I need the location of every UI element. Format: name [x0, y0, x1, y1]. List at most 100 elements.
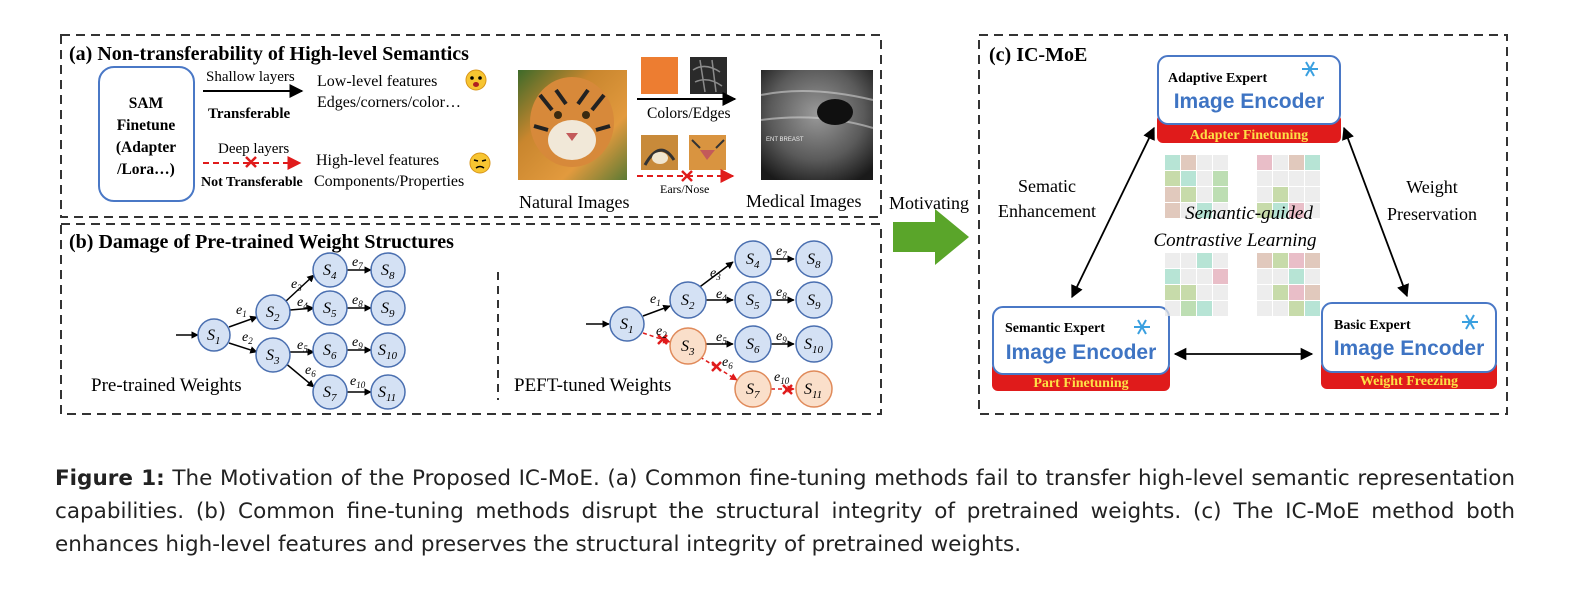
panel-b-title: (b) Damage of Pre-trained Weight Structu… — [69, 231, 454, 253]
matrix-cell — [1305, 203, 1320, 218]
block-x-icon — [245, 156, 257, 168]
basic-encoder-label: Image Encoder — [1334, 337, 1485, 360]
matrix-cell — [1305, 155, 1320, 170]
label-e9: e9 — [352, 335, 363, 351]
high-level-features: High-level features — [316, 152, 439, 169]
semantic-mode-label: Part Finetuning — [1033, 376, 1128, 391]
node-s1 — [197, 318, 231, 352]
similarity-matrices — [1165, 155, 1320, 316]
label-e8: e8 — [776, 285, 787, 301]
matrix-cell — [1273, 269, 1288, 284]
matrix-cell — [1213, 269, 1228, 284]
matrix-cell — [1305, 285, 1320, 300]
label-e1: e1 — [650, 292, 661, 308]
label-e1: e1 — [236, 303, 247, 319]
matrix-cell — [1165, 203, 1180, 218]
sub: 6 — [311, 369, 316, 379]
sam-line-3: (Adapter — [116, 139, 176, 156]
matrix-cell — [1165, 171, 1180, 186]
matrix-cell — [1257, 285, 1272, 300]
panel-c-frame — [978, 34, 1508, 415]
panel-c-title: (c) IC-MoE — [989, 44, 1087, 66]
matrix-cell — [1181, 301, 1196, 316]
node-s8 — [795, 240, 833, 278]
caption-text: The Motivation of the Proposed IC-MoE. (… — [55, 466, 1516, 557]
sam-finetune-text: SAM Finetune (Adapter /Lora…) — [116, 95, 176, 178]
label-e9: e9 — [776, 329, 787, 345]
label-e3: e3 — [710, 266, 721, 282]
label-e4: e4 — [297, 295, 308, 311]
matrix-cell — [1257, 171, 1272, 186]
ultrasound-text: ENT BREAST — [766, 137, 804, 143]
sub: 1 — [242, 309, 247, 319]
label-e5: e5 — [297, 338, 308, 354]
matrix-cell — [1289, 187, 1304, 202]
sub: 11 — [386, 392, 396, 404]
sub: 7 — [331, 392, 337, 404]
label-e2: e2 — [656, 324, 667, 340]
matrix-cell — [1289, 301, 1304, 316]
matrix-cell — [1165, 155, 1180, 170]
sub: 5 — [722, 336, 727, 346]
matrix-cell — [1273, 171, 1288, 186]
matrix-cell — [1273, 155, 1288, 170]
label-e6: e6 — [305, 363, 316, 379]
sub: 5 — [331, 308, 337, 320]
matrix-cell — [1213, 155, 1228, 170]
panel-b-frame — [60, 223, 882, 415]
contrastive-label-2: Contrastive Learning — [1153, 230, 1316, 251]
sub: 9 — [815, 300, 821, 312]
matrix-cell — [1273, 285, 1288, 300]
matrix-cell — [1273, 203, 1288, 218]
label-e6: e6 — [722, 355, 733, 371]
node-s4 — [734, 240, 772, 278]
matrix-cell — [1181, 253, 1196, 268]
ultrasound-image: ENT BREAST — [760, 70, 874, 180]
node-s11 — [795, 370, 833, 408]
sub: 10 — [812, 344, 824, 356]
matrix-cell — [1213, 187, 1228, 202]
adaptive-semantic-arrow — [1071, 126, 1155, 299]
semantic-expert-card: Semantic Expert Image Encoder Part Finet… — [992, 306, 1170, 391]
matrix-cell — [1197, 171, 1212, 186]
label-e5: e5 — [716, 330, 727, 346]
sub: 8 — [782, 291, 787, 301]
medical-images-label: Medical Images — [746, 191, 861, 211]
happy-face-icon — [465, 69, 487, 91]
matrix-cell — [1257, 203, 1272, 218]
sam-line-1: SAM — [129, 95, 164, 112]
sub: 10 — [386, 350, 398, 362]
snowflake-icon — [1462, 314, 1478, 330]
sad-face-icon — [469, 152, 491, 174]
natural-images-label: Natural Images — [519, 192, 629, 212]
not-transferable-label: Not Transferable — [201, 175, 303, 190]
matrix-cell — [1181, 171, 1196, 186]
matrix-cell — [1305, 171, 1320, 186]
matrix-cell — [1289, 269, 1304, 284]
label-e10: e10 — [350, 374, 366, 390]
sub: 7 — [754, 389, 760, 401]
sam-line-2: Finetune — [117, 117, 176, 134]
matrix-cell — [1257, 253, 1272, 268]
sub: 10 — [356, 380, 366, 390]
sub: 8 — [389, 270, 395, 282]
sub: 3 — [296, 283, 302, 293]
matrix-cell — [1213, 301, 1228, 316]
block-x-icon — [681, 170, 693, 182]
node-s10 — [370, 332, 406, 368]
matrix-cell — [1273, 187, 1288, 202]
sub: 1 — [656, 298, 661, 308]
snowflake-icon — [1134, 319, 1150, 335]
tiger-nose-crop — [689, 135, 726, 170]
sub: 9 — [389, 308, 395, 320]
matrix-cell — [1305, 269, 1320, 284]
node-s9 — [795, 281, 833, 319]
matrix-cell — [1289, 253, 1304, 268]
node-s5 — [734, 281, 772, 319]
adaptive-basic-arrow — [1342, 126, 1409, 298]
node-s7 — [734, 370, 772, 408]
sub: 6 — [754, 344, 760, 356]
matrix-cell — [1165, 269, 1180, 284]
matrix-cell — [1257, 301, 1272, 316]
matrix-cell — [1289, 155, 1304, 170]
